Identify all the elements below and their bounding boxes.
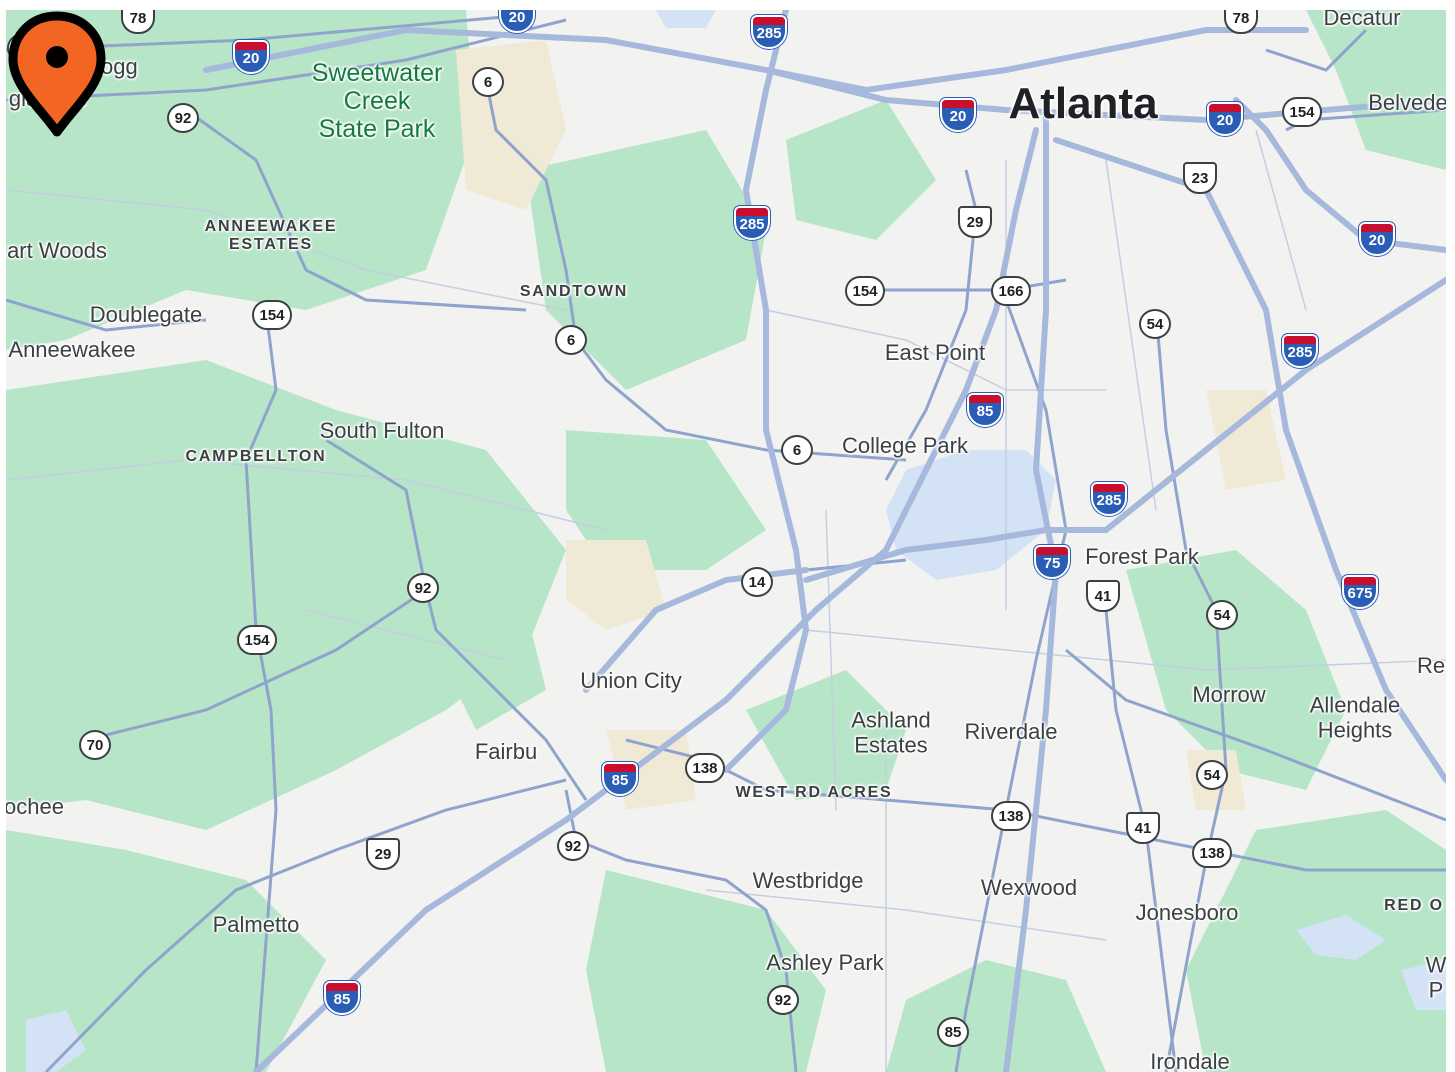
place-label[interactable]: Atlanta (1008, 79, 1158, 128)
interstate-shield[interactable]: 85 (602, 762, 638, 796)
place-label[interactable]: Riverdale (964, 719, 1058, 744)
state-route-shield[interactable]: 138 (1192, 838, 1232, 868)
state-route-shield[interactable]: 6 (472, 67, 504, 97)
place-label[interactable]: College Park (842, 433, 968, 458)
us-route-shield[interactable]: 41 (1126, 812, 1160, 844)
place-label[interactable]: ochee (6, 794, 64, 819)
urban-areas (456, 40, 1286, 810)
place-label[interactable]: Westbridge (752, 868, 864, 893)
state-route-shield[interactable]: 138 (685, 753, 725, 783)
state-route-shield[interactable]: 154 (845, 276, 885, 306)
us-route-shield[interactable]: 78 (1224, 10, 1258, 34)
place-label[interactable]: Jonesboro (1135, 900, 1239, 925)
neighborhood-label[interactable]: ANNEEWAKEE ESTATES (204, 218, 338, 253)
interstate-shield[interactable]: 20 (1359, 222, 1395, 256)
park-label[interactable]: Sweetwater Creek State Park (311, 59, 443, 143)
neighborhood-label[interactable]: WEST RD ACRES (735, 784, 893, 801)
us-route-shield[interactable]: 29 (366, 838, 400, 870)
minor-roads (6, 129, 1446, 1072)
interstate-shield[interactable]: 85 (324, 981, 360, 1015)
neighborhood-label[interactable]: SANDTOWN (519, 283, 629, 300)
place-label[interactable]: W P (1425, 952, 1446, 1002)
state-route-shield[interactable]: 85 (937, 1017, 969, 1047)
neighborhood-label[interactable]: RED O (1384, 897, 1444, 914)
state-route-shield[interactable]: 70 (79, 730, 111, 760)
state-route-shield[interactable]: 154 (237, 625, 277, 655)
interstate-shield[interactable]: 20 (499, 10, 535, 33)
us-route-shield[interactable]: 41 (1086, 580, 1120, 612)
place-label[interactable]: Re (1416, 653, 1446, 678)
state-route-shield[interactable]: 154 (1282, 97, 1322, 127)
state-route-shield[interactable]: 54 (1196, 760, 1228, 790)
interstate-shield[interactable]: 20 (1207, 102, 1243, 136)
interstate-shield[interactable]: 675 (1342, 575, 1378, 609)
green-areas (6, 10, 1446, 1072)
place-label[interactable]: Forest Park (1085, 544, 1199, 569)
state-route-shield[interactable]: 6 (555, 325, 587, 355)
place-label[interactable]: Ashland Estates (851, 707, 931, 757)
map-canvas[interactable]: Atlanta Decatur Belvede Kellogg glasvill… (6, 10, 1446, 1072)
place-label[interactable]: Belvede (1368, 90, 1446, 115)
interstate-shield[interactable]: 285 (751, 15, 787, 49)
state-route-shield[interactable]: 138 (991, 801, 1031, 831)
place-label[interactable]: Allendale Heights (1309, 692, 1401, 742)
interstate-shield[interactable]: 285 (734, 206, 770, 240)
place-label[interactable]: East Point (884, 340, 986, 365)
us-route-shield[interactable]: 29 (958, 206, 992, 238)
state-route-shield[interactable]: 92 (407, 573, 439, 603)
interstate-shield[interactable]: 20 (940, 98, 976, 132)
state-route-shield[interactable]: 54 (1206, 600, 1238, 630)
state-route-shield[interactable]: 14 (741, 567, 773, 597)
interstate-shield[interactable]: 285 (1091, 482, 1127, 516)
place-label[interactable]: Decatur (1323, 10, 1401, 30)
place-label[interactable]: Ashley Park (766, 950, 884, 975)
place-label[interactable]: art Woods (7, 238, 107, 263)
place-label[interactable]: Palmetto (212, 912, 300, 937)
state-route-shield[interactable]: 166 (991, 276, 1031, 306)
place-label[interactable]: Wexwood (980, 875, 1078, 900)
state-route-shield[interactable]: 92 (167, 103, 199, 133)
place-label[interactable]: Irondale (1150, 1049, 1230, 1072)
place-label[interactable]: Morrow (1192, 682, 1266, 707)
state-route-shield[interactable]: 92 (557, 831, 589, 861)
state-route-shield[interactable]: 92 (767, 985, 799, 1015)
place-label[interactable]: Doublegate (89, 302, 203, 327)
interstate-shield[interactable]: 20 (233, 40, 269, 74)
interstate-shield[interactable]: 85 (967, 393, 1003, 427)
interstate-shield[interactable]: 75 (1034, 545, 1070, 579)
state-route-shield[interactable]: 54 (1139, 309, 1171, 339)
state-route-shield[interactable]: 6 (781, 435, 813, 465)
neighborhood-label[interactable]: CAMPBELLTON (185, 448, 327, 465)
state-route-shield[interactable]: 154 (252, 300, 292, 330)
place-label[interactable]: Anneewakee (8, 337, 136, 362)
us-route-shield[interactable]: 78 (121, 10, 155, 34)
interstate-shield[interactable]: 285 (1282, 334, 1318, 368)
place-label[interactable]: South Fulton (319, 418, 445, 443)
place-label[interactable]: Union City (580, 668, 682, 693)
us-route-shield[interactable]: 23 (1183, 162, 1217, 194)
location-pin-icon[interactable] (6, 10, 108, 140)
place-label[interactable]: Fairbu (474, 739, 538, 764)
